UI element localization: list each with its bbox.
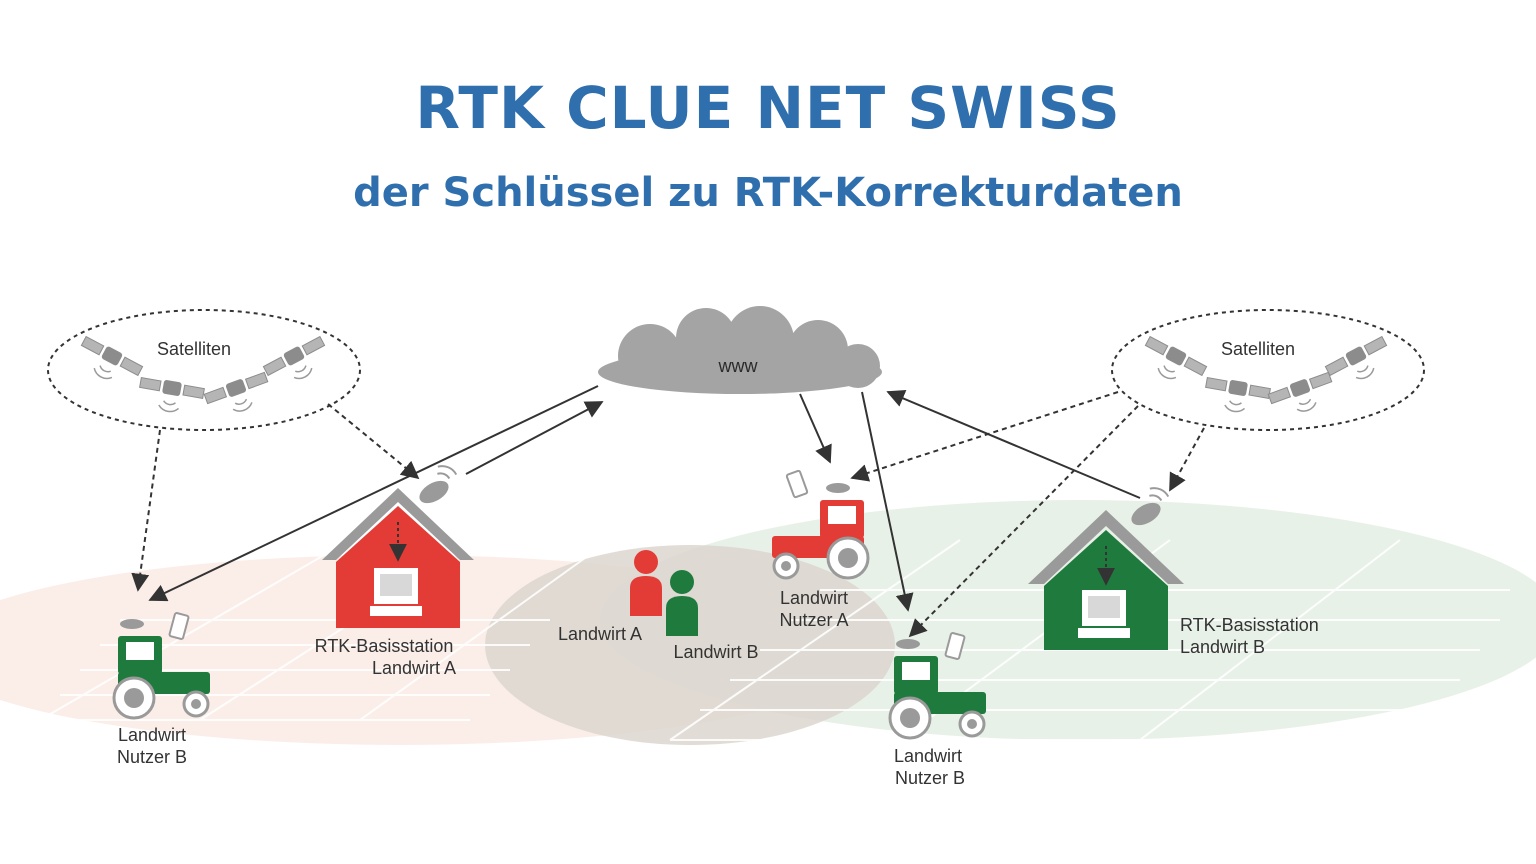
farmer-b-label: Landwirt B (673, 642, 758, 662)
satellite-icon (1135, 334, 1209, 393)
base-station-b (1028, 510, 1184, 650)
antenna-icon (419, 465, 458, 504)
tractor-center-icon (772, 469, 870, 580)
satellite-icon (135, 374, 206, 418)
tractor-right-icon (888, 632, 986, 740)
antenna-icon (1131, 487, 1170, 526)
tractor-left-icon (112, 612, 210, 720)
tractor-right-label-1: Landwirt (894, 746, 962, 766)
satellite-icon (71, 334, 145, 393)
satellites-label-left: Satelliten (157, 339, 231, 359)
base-b-label-1: RTK-Basisstation (1180, 615, 1319, 635)
satellite-icon (1266, 369, 1339, 422)
tractor-right-label-2: Nutzer B (895, 768, 965, 788)
base-b-label-2: Landwirt B (1180, 637, 1265, 657)
satellite-zone-left (47, 309, 361, 431)
base-a-label-1: RTK-Basisstation (315, 636, 454, 656)
satellite-icon (1323, 334, 1397, 393)
zone-overlap (485, 545, 895, 745)
internet-data-arrows (148, 385, 1141, 612)
tractor-center-label-2: Nutzer A (779, 610, 848, 630)
tractor-left-label-1: Landwirt (118, 725, 186, 745)
farmer-a-label: Landwirt A (558, 624, 642, 644)
satellite-icon (202, 369, 275, 422)
tractor-left-label-2: Nutzer B (117, 747, 187, 767)
page-title: RTK CLUE NET SWISS (415, 74, 1121, 142)
base-a-label-2: Landwirt A (372, 658, 456, 678)
farmer-a-icon (630, 550, 662, 616)
satellite-zone-right (1111, 309, 1425, 431)
satellite-signal-arrows (131, 391, 1205, 638)
satellite-icon (1201, 374, 1272, 418)
cloud-label: www (718, 356, 759, 376)
farmer-b-icon (666, 570, 698, 636)
satellites-label-right: Satelliten (1221, 339, 1295, 359)
page-subtitle: der Schlüssel zu RTK-Korrekturdaten (353, 170, 1183, 216)
cloud-icon (598, 306, 882, 394)
base-station-a (322, 488, 474, 628)
tractor-center-label-1: Landwirt (780, 588, 848, 608)
satellite-icon (261, 334, 335, 393)
